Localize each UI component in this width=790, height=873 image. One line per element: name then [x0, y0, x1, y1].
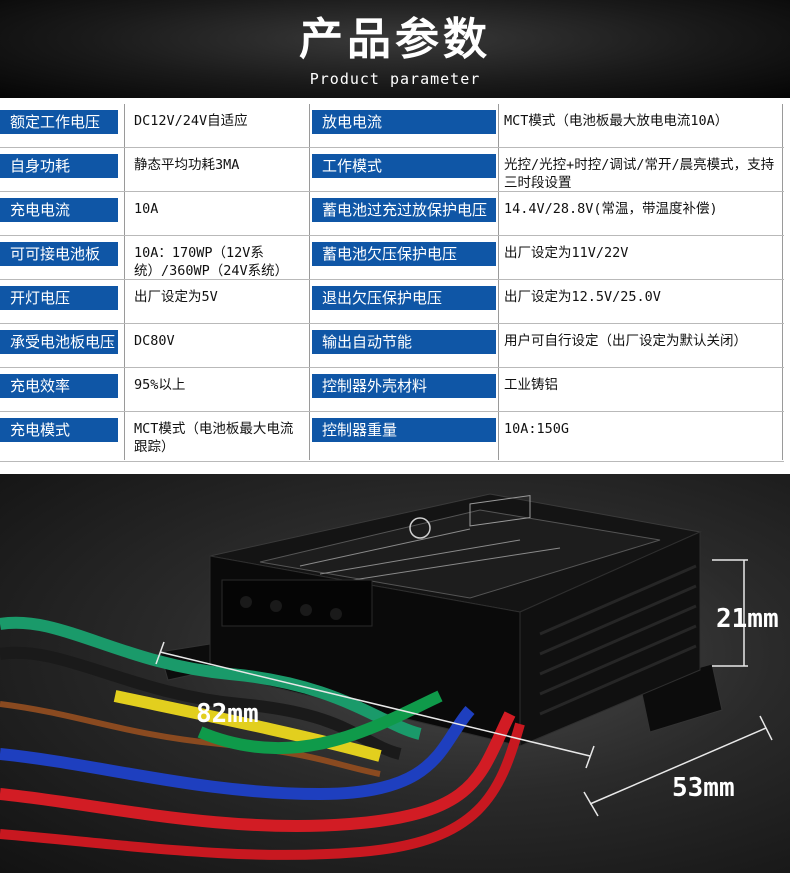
- param-value: DC12V/24V自适应: [134, 113, 248, 129]
- wire-black: [0, 646, 402, 760]
- param-value: 光控/光控+时控/调试/常开/晨亮模式，支持三时段设置: [504, 157, 775, 191]
- param-label: 退出欠压保护电压: [312, 286, 496, 310]
- param-value: 工业铸铝: [504, 377, 558, 393]
- wire-green-2: [197, 690, 443, 755]
- param-label: 充电电流: [0, 198, 118, 222]
- param-label: 充电模式: [0, 418, 118, 442]
- param-value: 出厂设定为12.5V/25.0V: [504, 289, 661, 305]
- param-value: MCT模式（电池板最大放电电流10A）: [504, 113, 729, 129]
- param-value: 出厂设定为11V/22V: [504, 245, 629, 261]
- wire-red: [0, 711, 516, 832]
- param-label: 承受电池板电压: [0, 330, 118, 354]
- table-row: 额定工作电压 DC12V/24V自适应 放电电流 MCT模式（电池板最大放电电流…: [0, 104, 790, 148]
- dimension-width: 53mm: [672, 773, 735, 803]
- param-value: DC80V: [134, 333, 175, 349]
- table-divider: [498, 104, 499, 460]
- param-label: 自身功耗: [0, 154, 118, 178]
- table-row: 自身功耗 静态平均功耗3MA 工作模式 光控/光控+时控/调试/常开/晨亮模式，…: [0, 148, 790, 192]
- dimension-height: 21mm: [716, 604, 779, 634]
- table-row: 承受电池板电压 DC80V 输出自动节能 用户可自行设定（出厂设定为默认关闭）: [0, 324, 790, 368]
- controller-illustration: 21mm 82mm 53mm: [0, 493, 779, 860]
- page-subtitle: Product parameter: [309, 70, 481, 88]
- parameter-table: 额定工作电压 DC12V/24V自适应 放电电流 MCT模式（电池板最大放电电流…: [0, 104, 790, 462]
- param-value: 14.4V/28.8V(常温，带温度补偿): [504, 201, 718, 217]
- param-value: 10A：170WP（12V系统）/360WP（24V系统）: [134, 245, 289, 279]
- param-label: 蓄电池欠压保护电压: [312, 242, 496, 266]
- wire-copper: [0, 701, 381, 777]
- wire-green: [0, 616, 422, 740]
- param-label: 开灯电压: [0, 286, 118, 310]
- label-panel: [259, 509, 661, 599]
- wire-blue: [0, 706, 475, 801]
- table-row: 可可接电池板 10A：170WP（12V系统）/360WP（24V系统） 蓄电池…: [0, 236, 790, 280]
- param-value: 10A: [134, 201, 159, 217]
- param-value: 95%以上: [134, 377, 186, 393]
- header-banner: 产品参数 Product parameter: [0, 0, 790, 98]
- table-divider: [782, 104, 783, 460]
- param-label: 蓄电池过充过放保护电压: [312, 198, 496, 222]
- param-label: 控制器外壳材料: [312, 374, 496, 398]
- wire-red-2: [0, 722, 525, 860]
- table-row: 充电电流 10A 蓄电池过充过放保护电压 14.4V/28.8V(常温，带温度补…: [0, 192, 790, 236]
- param-label: 放电电流: [312, 110, 496, 134]
- param-value: MCT模式（电池板最大电流跟踪）: [134, 421, 294, 455]
- param-label: 工作模式: [312, 154, 496, 178]
- wire-yellow: [113, 690, 382, 762]
- param-label: 控制器重量: [312, 418, 496, 442]
- dimension-length: 82mm: [196, 699, 259, 729]
- table-divider: [309, 104, 310, 460]
- table-row: 开灯电压 出厂设定为5V 退出欠压保护电压 出厂设定为12.5V/25.0V: [0, 280, 790, 324]
- param-value: 用户可自行设定（出厂设定为默认关闭）: [504, 333, 747, 349]
- param-label: 额定工作电压: [0, 110, 118, 134]
- dimension-line-width: [589, 727, 767, 805]
- param-value: 出厂设定为5V: [134, 289, 218, 305]
- dimension-line-length: [159, 651, 591, 757]
- param-label: 可可接电池板: [0, 242, 118, 266]
- param-value: 静态平均功耗3MA: [134, 157, 240, 173]
- logo-icon: [409, 517, 431, 539]
- table-row: 充电模式 MCT模式（电池板最大电流跟踪） 控制器重量 10A:150G: [0, 412, 790, 462]
- page-title: 产品参数: [299, 14, 491, 65]
- param-label: 充电效率: [0, 374, 118, 398]
- product-photo: 21mm 82mm 53mm: [0, 474, 790, 873]
- table-row: 充电效率 95%以上 控制器外壳材料 工业铸铝: [0, 368, 790, 412]
- table-divider: [124, 104, 125, 460]
- param-label: 输出自动节能: [312, 330, 496, 354]
- param-value: 10A:150G: [504, 421, 570, 437]
